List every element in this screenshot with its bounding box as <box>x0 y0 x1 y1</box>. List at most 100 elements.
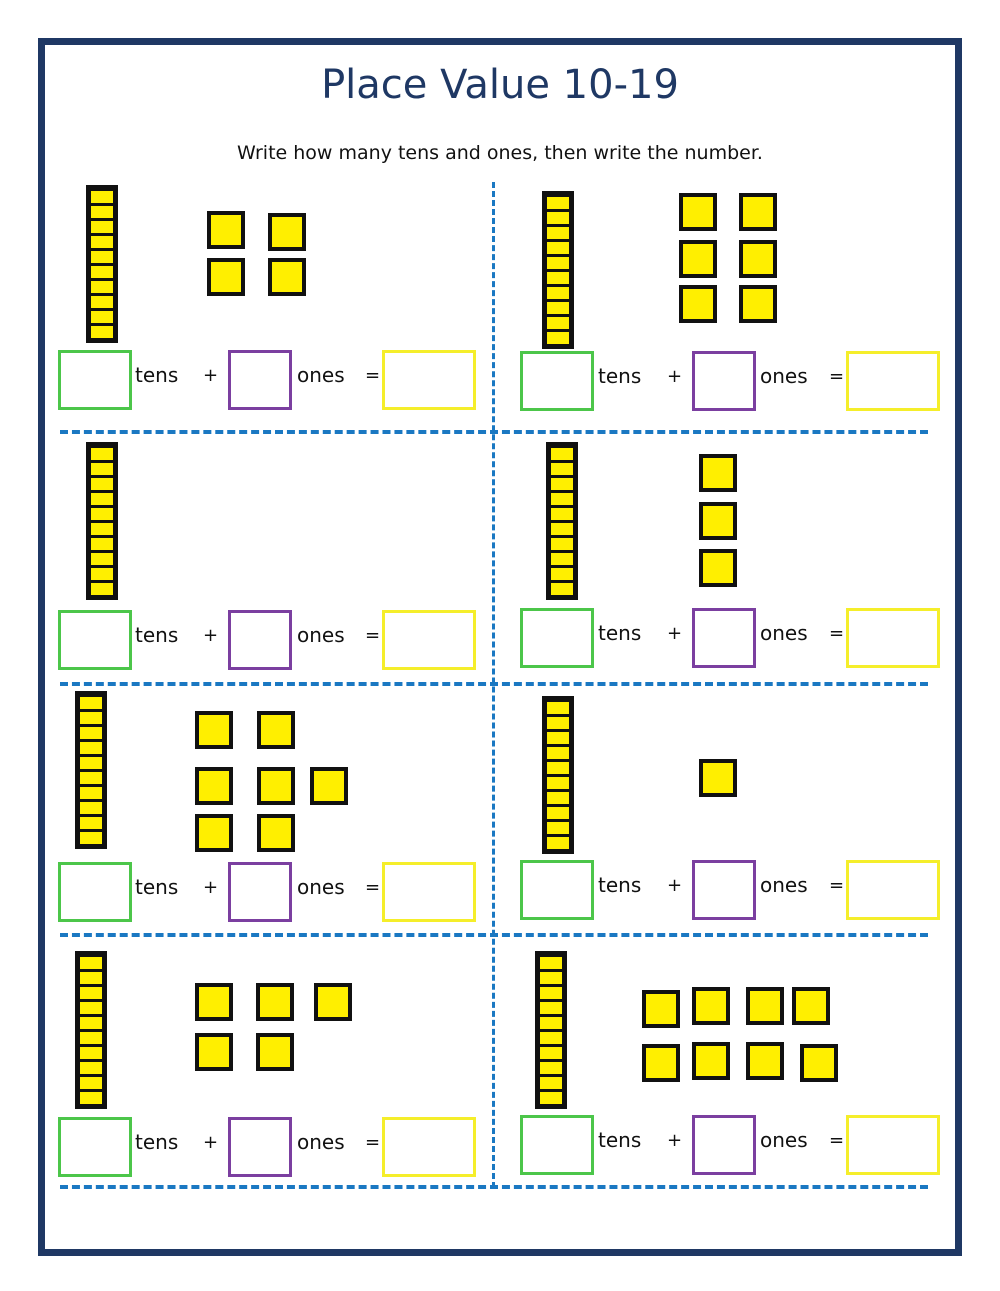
ones-answer-box[interactable] <box>228 862 292 922</box>
ten-rod-segment <box>80 711 102 724</box>
ten-rod-segment <box>547 731 569 744</box>
ten-rod-segment <box>540 971 562 984</box>
ones-answer-box[interactable] <box>692 1115 756 1175</box>
plus-sign: + <box>203 625 219 646</box>
tens-answer-box[interactable] <box>58 1117 132 1177</box>
ten-rod-segment <box>540 1001 562 1014</box>
ones-answer-box[interactable] <box>228 1117 292 1177</box>
tens-label: tens <box>135 363 179 387</box>
ten-rod-segment <box>551 522 573 535</box>
tens-answer-box[interactable] <box>58 862 132 922</box>
unit-cube <box>679 285 717 323</box>
ones-label: ones <box>760 621 808 645</box>
ten-rod-segment <box>540 956 562 969</box>
number-answer-box[interactable] <box>382 350 476 410</box>
tens-label: tens <box>135 623 179 647</box>
unit-cube <box>739 240 777 278</box>
unit-cube <box>257 814 295 852</box>
tens-label: tens <box>598 621 642 645</box>
unit-cube <box>310 767 348 805</box>
equals-sign: = <box>829 1130 845 1151</box>
ten-rod-segment <box>547 791 569 804</box>
ten-rod-segment <box>540 1061 562 1074</box>
equals-sign: = <box>365 877 381 898</box>
plus-sign: + <box>203 877 219 898</box>
ten-rod-segment <box>547 196 569 209</box>
ten-rod-segment <box>547 821 569 834</box>
number-answer-box[interactable] <box>846 608 940 668</box>
unit-cube <box>699 502 737 540</box>
ten-rod-segment <box>551 552 573 565</box>
ten-rod-segment <box>547 701 569 714</box>
ones-answer-box[interactable] <box>692 608 756 668</box>
ten-rod-segment <box>91 462 113 475</box>
tens-label: tens <box>135 1130 179 1154</box>
ten-rod-segment <box>551 567 573 580</box>
ten-rod-segment <box>80 771 102 784</box>
ten-rod <box>75 951 107 1109</box>
ones-answer-box[interactable] <box>228 610 292 670</box>
ten-rod <box>75 691 107 849</box>
ten-rod-segment <box>540 986 562 999</box>
number-answer-box[interactable] <box>846 860 940 920</box>
tens-label: tens <box>598 1128 642 1152</box>
unit-cube <box>256 983 294 1021</box>
number-answer-box[interactable] <box>382 1117 476 1177</box>
tens-answer-box[interactable] <box>520 1115 594 1175</box>
ten-rod-segment <box>547 316 569 329</box>
ones-answer-box[interactable] <box>692 351 756 411</box>
ten-rod-segment <box>80 1061 102 1074</box>
equals-sign: = <box>829 875 845 896</box>
unit-cube <box>195 1033 233 1071</box>
ten-rod-segment <box>551 447 573 460</box>
ten-rod-segment <box>540 1076 562 1089</box>
ten-rod-segment <box>91 522 113 535</box>
ten-rod-segment <box>551 492 573 505</box>
ten-rod <box>86 185 118 343</box>
plus-sign: + <box>667 623 683 644</box>
number-answer-box[interactable] <box>382 862 476 922</box>
tens-answer-box[interactable] <box>58 610 132 670</box>
ten-rod-segment <box>551 462 573 475</box>
ten-rod <box>542 191 574 349</box>
number-answer-box[interactable] <box>382 610 476 670</box>
unit-cube <box>257 767 295 805</box>
page-border <box>38 38 962 1256</box>
ten-rod-segment <box>551 477 573 490</box>
unit-cube <box>792 987 830 1025</box>
ones-answer-box[interactable] <box>692 860 756 920</box>
tens-answer-box[interactable] <box>520 351 594 411</box>
horizontal-divider <box>60 933 928 937</box>
tens-answer-box[interactable] <box>520 860 594 920</box>
ten-rod-segment <box>80 1091 102 1104</box>
ten-rod-segment <box>80 726 102 739</box>
ten-rod-segment <box>91 190 113 203</box>
ten-rod-segment <box>547 746 569 759</box>
unit-cube <box>699 454 737 492</box>
unit-cube <box>195 767 233 805</box>
ten-rod-segment <box>547 211 569 224</box>
ten-rod-segment <box>91 567 113 580</box>
unit-cube <box>679 193 717 231</box>
unit-cube <box>739 193 777 231</box>
ten-rod-segment <box>80 831 102 844</box>
ten-rod-segment <box>80 786 102 799</box>
equals-sign: = <box>365 365 381 386</box>
tens-answer-box[interactable] <box>58 350 132 410</box>
ten-rod-segment <box>91 235 113 248</box>
unit-cube <box>256 1033 294 1071</box>
ten-rod-segment <box>91 507 113 520</box>
number-answer-box[interactable] <box>846 1115 940 1175</box>
ten-rod-segment <box>80 986 102 999</box>
ten-rod-segment <box>91 447 113 460</box>
plus-sign: + <box>203 1132 219 1153</box>
ten-rod-segment <box>547 301 569 314</box>
tens-answer-box[interactable] <box>520 608 594 668</box>
ones-answer-box[interactable] <box>228 350 292 410</box>
ten-rod-segment <box>91 310 113 323</box>
unit-cube <box>746 1042 784 1080</box>
plus-sign: + <box>667 875 683 896</box>
tens-label: tens <box>598 364 642 388</box>
number-answer-box[interactable] <box>846 351 940 411</box>
ten-rod-segment <box>547 271 569 284</box>
